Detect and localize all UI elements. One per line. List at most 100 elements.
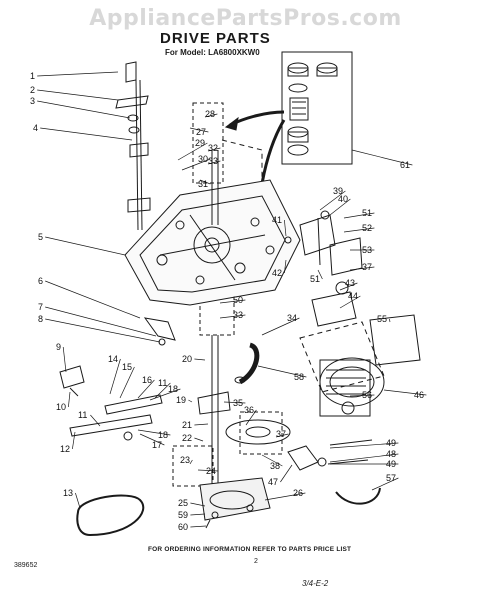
callout-label-19: 19 — [176, 395, 186, 405]
callout-leader — [284, 219, 287, 237]
callout-label-60: 60 — [178, 522, 188, 532]
callout-label-33: 33 — [208, 156, 218, 166]
callout-label-37: 37 — [362, 262, 372, 272]
callout-leader — [149, 388, 181, 401]
callout-leader — [371, 477, 399, 491]
callout-leader — [204, 113, 218, 118]
ordering-note: FOR ORDERING INFORMATION REFER TO PARTS … — [148, 546, 352, 553]
callout-label-44: 44 — [348, 291, 358, 301]
callout-label-43: 43 — [345, 278, 355, 288]
callout-label-30: 30 — [198, 154, 208, 164]
callout-label-28: 28 — [205, 109, 215, 119]
callout-label-48: 48 — [386, 449, 396, 459]
callout-leader — [194, 358, 206, 361]
callout-leader — [207, 160, 221, 165]
callout-label-55: 55 — [377, 314, 387, 324]
callout-label-58: 58 — [294, 372, 304, 382]
callout-label-12: 12 — [60, 444, 70, 454]
callout-leader — [181, 158, 211, 171]
callout-label-33: 33 — [233, 310, 243, 320]
callout-leader — [45, 318, 161, 343]
callout-leader — [137, 429, 171, 436]
callout-label-9: 9 — [56, 342, 61, 352]
callout-leader — [317, 269, 323, 280]
callout-leader — [45, 306, 157, 337]
callout-leader — [339, 295, 361, 309]
callout-leader — [40, 127, 133, 141]
callout-label-31: 31 — [198, 179, 208, 189]
document-part-number: 389652 — [14, 562, 38, 569]
callout-label-22: 22 — [182, 433, 192, 443]
model-label: For Model: LA6800XKW0 — [165, 48, 260, 57]
callout-leader — [343, 227, 375, 233]
callout-label-5: 5 — [38, 232, 43, 242]
callout-leader — [223, 401, 246, 404]
callout-leader — [194, 423, 209, 426]
callout-label-8: 8 — [38, 314, 43, 324]
callout-label-4: 4 — [33, 123, 38, 133]
callout-label-46: 46 — [414, 390, 424, 400]
callout-label-51: 51 — [310, 274, 320, 284]
callout-leader — [329, 442, 399, 449]
callout-label-1: 1 — [30, 71, 35, 81]
callout-leader — [109, 358, 121, 395]
callout-label-49: 49 — [386, 438, 396, 448]
callout-label-41: 41 — [272, 215, 282, 225]
callout-leader — [154, 382, 171, 399]
callout-leader — [75, 492, 81, 509]
callout-leader — [284, 259, 287, 274]
callout-label-50: 50 — [233, 295, 243, 305]
callout-label-11: 11 — [78, 410, 87, 420]
callout-leader — [207, 147, 221, 152]
callout-label-52: 52 — [362, 223, 372, 233]
callout-label-40: 40 — [338, 194, 348, 204]
inset-box-61 — [281, 51, 353, 165]
callout-label-23: 23 — [180, 455, 190, 465]
callout-leader — [194, 437, 204, 442]
callout-leader — [37, 100, 131, 119]
callout-label-2: 2 — [30, 85, 35, 95]
callout-label-39: 39 — [333, 186, 343, 196]
callout-label-34: 34 — [287, 313, 297, 323]
callout-leader — [257, 365, 307, 378]
callout-label-53: 53 — [362, 245, 372, 255]
callout-leader — [190, 525, 207, 528]
callout-label-26: 26 — [293, 488, 303, 498]
callout-label-11: 11 — [158, 378, 167, 388]
callout-label-35: 35 — [233, 398, 243, 408]
callout-leader — [199, 179, 211, 185]
callout-leader — [37, 89, 119, 101]
callout-leader — [245, 409, 257, 426]
callout-label-15: 15 — [122, 362, 132, 372]
callout-leader — [190, 513, 206, 516]
callout-label-42: 42 — [272, 268, 282, 278]
callout-label-37: 37 — [276, 429, 286, 439]
callout-leader — [343, 212, 375, 219]
callout-leader — [62, 346, 67, 373]
callout-leader — [197, 469, 219, 472]
callout-label-57: 57 — [386, 473, 396, 483]
callout-label-27: 27 — [196, 127, 206, 137]
callout-leader — [188, 399, 193, 403]
callout-label-16: 16 — [142, 375, 152, 385]
callout-leader — [329, 453, 399, 463]
callout-leader — [189, 127, 209, 133]
callout-leader — [219, 299, 246, 304]
callout-leader — [45, 280, 141, 319]
callout-leader — [177, 142, 208, 161]
callout-label-6: 6 — [38, 276, 43, 286]
callout-leader — [37, 71, 119, 77]
callout-label-14: 14 — [108, 354, 118, 364]
callout-label-3: 3 — [30, 96, 35, 106]
callout-label-7: 7 — [38, 302, 43, 312]
callout-leader — [68, 391, 71, 408]
callout-leader — [219, 314, 246, 319]
callout-leader — [137, 379, 155, 399]
callout-leader — [275, 433, 289, 438]
callout-leader — [349, 394, 375, 397]
callout-label-18: 18 — [158, 430, 168, 440]
callout-leader — [90, 414, 101, 427]
callout-leader — [119, 366, 135, 399]
